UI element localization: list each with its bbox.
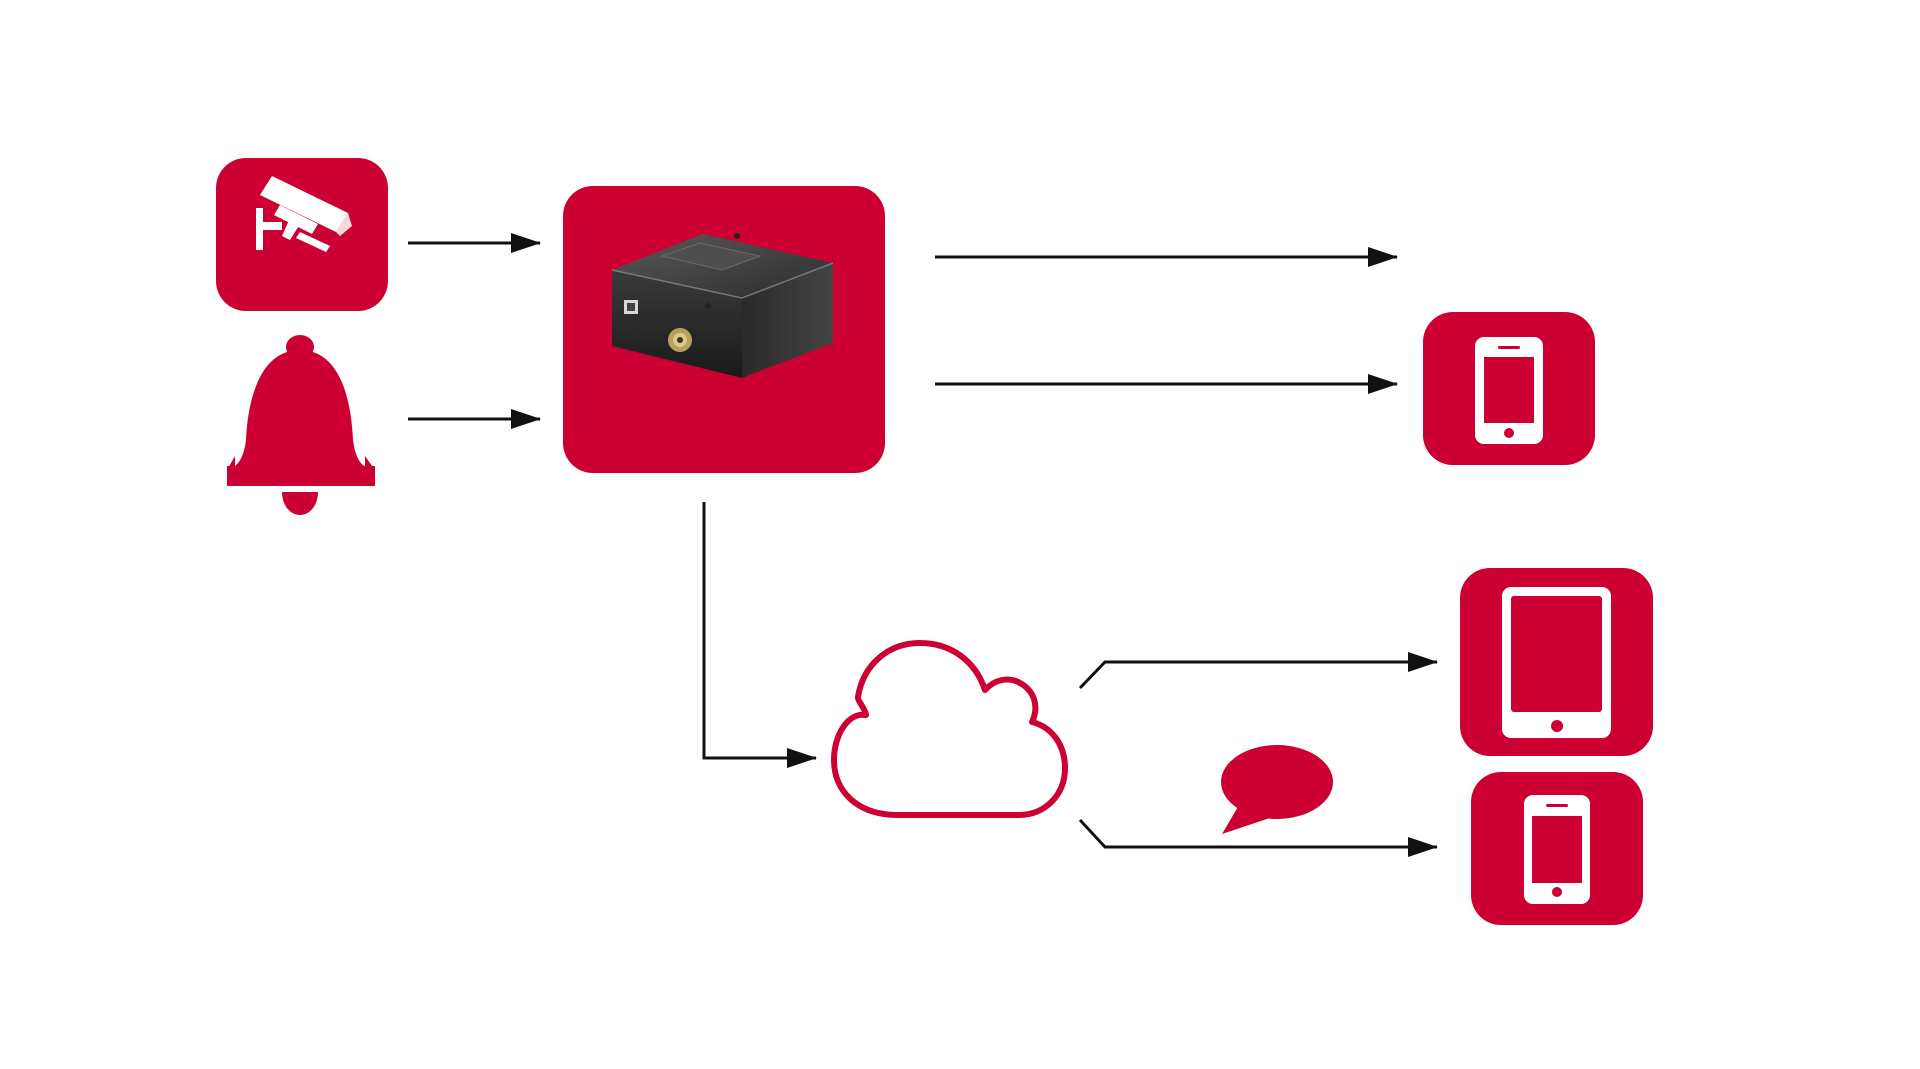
tablet-icon xyxy=(1502,587,1611,738)
bell-icon xyxy=(227,335,375,515)
gateway-node xyxy=(563,186,885,473)
phone-cloud-node xyxy=(1471,772,1643,925)
connectors xyxy=(408,233,1438,857)
gsm-gateway-device-icon xyxy=(611,233,834,378)
smartphone-icon xyxy=(1524,795,1590,904)
phone-direct-node xyxy=(1423,312,1595,465)
camera-node xyxy=(216,158,388,311)
alarm-node xyxy=(227,335,375,515)
arrow-cloud-to-tablet xyxy=(1078,652,1438,690)
smartphone-icon xyxy=(1475,337,1543,444)
tablet-node xyxy=(1460,568,1653,756)
security-camera-icon xyxy=(256,176,352,252)
arrow-cloud-to-phone xyxy=(1078,818,1438,857)
message-node xyxy=(1221,745,1333,834)
arrow-gateway-to-cloud xyxy=(702,502,817,768)
cloud-icon xyxy=(831,640,1068,818)
cloud-node xyxy=(831,640,1068,818)
speech-bubble-icon xyxy=(1221,745,1333,834)
